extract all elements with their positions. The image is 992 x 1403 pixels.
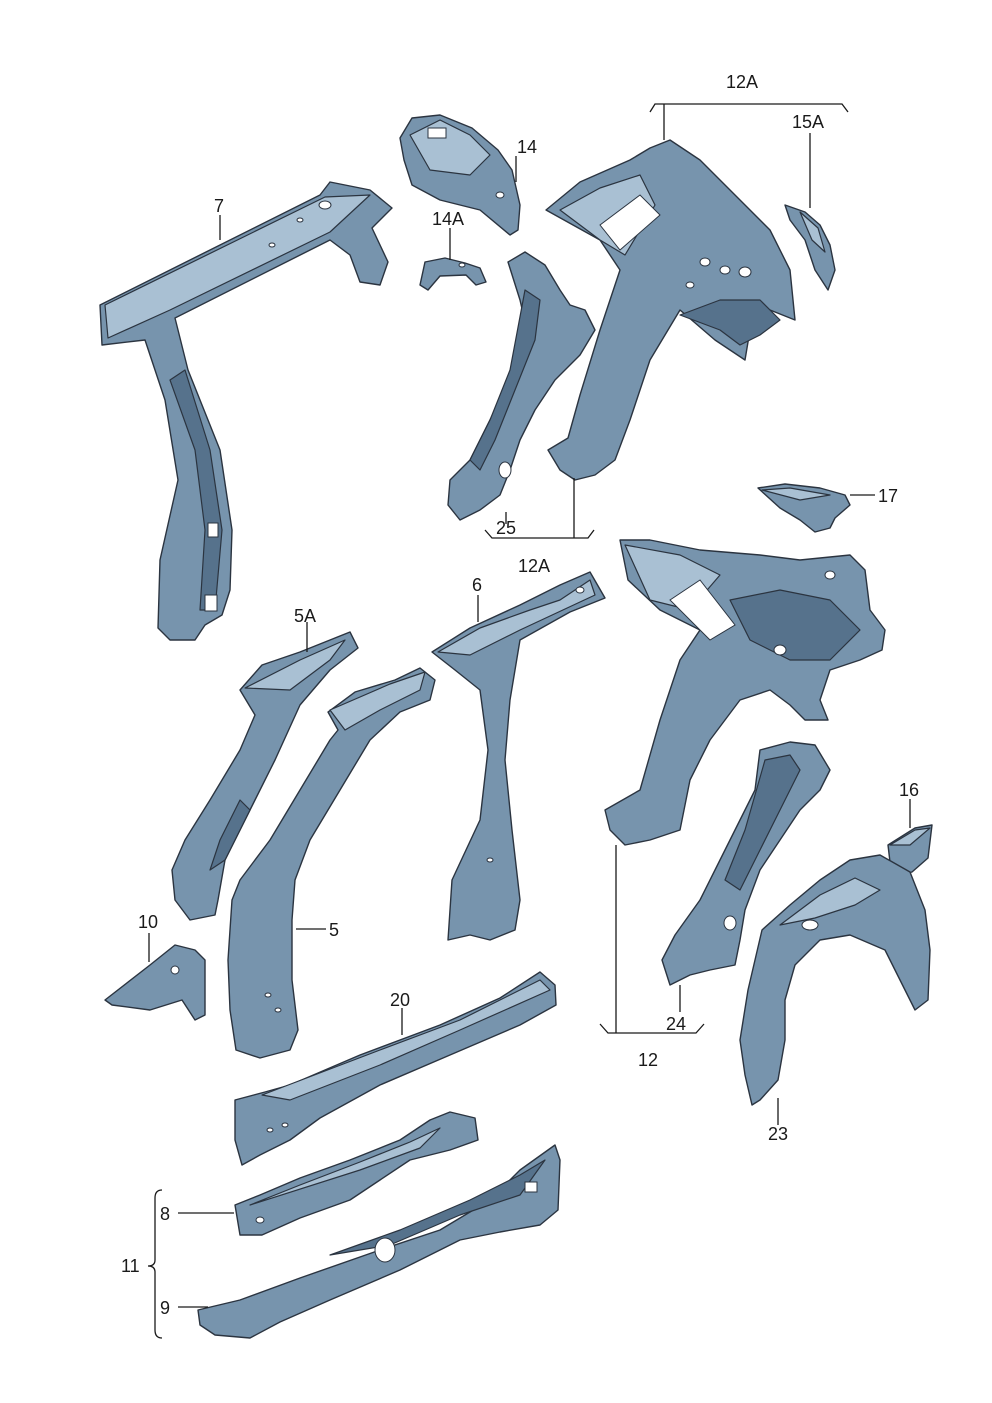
leader-lines [147,103,911,1339]
part-6-pillar [431,571,606,941]
part-12-rear-panel-inner [604,539,886,846]
part-15A-trim [784,204,836,291]
part-12A-rear-panel [545,139,796,481]
label-15A: 15A [792,112,824,132]
label-12: 12 [638,1050,658,1070]
part-10-bracket [104,944,206,1021]
label-25: 25 [496,518,516,538]
label-11: 11 [121,1256,140,1276]
label-6: 6 [472,575,482,595]
part-14-bracket [399,114,521,236]
label-23: 23 [768,1124,788,1144]
part-23-wheel-housing [739,854,931,1106]
label-7: 7 [214,196,224,216]
label-5A: 5A [294,606,316,626]
part-25-inner-pillar [447,251,596,521]
part-16-trim [887,824,933,877]
part-5-inner-pillar [227,667,436,1059]
label-24: 24 [666,1014,686,1034]
part-8-inner-sill [234,1111,479,1236]
label-10: 10 [138,912,158,932]
label-12A-top: 12A [726,72,758,92]
part-17-trim [757,483,851,533]
part-24-inner-pillar [661,741,831,986]
label-5: 5 [329,920,339,940]
part-labels: 7 14 14A 12A 15A 25 12A 17 6 5A 5 10 16 … [121,72,919,1318]
label-8: 8 [160,1204,170,1224]
label-16: 16 [899,780,919,800]
part-20-sill [234,971,557,1166]
part-9-floor-member [197,1144,561,1339]
label-20: 20 [390,990,410,1010]
label-14A: 14A [432,209,464,229]
label-17: 17 [878,486,898,506]
part-14A-bracket [419,257,487,291]
part-7-roof-rail-pillar [99,181,393,641]
label-12A-mid: 12A [518,556,550,576]
part-5A-pillar-reinforcement [171,631,359,921]
label-14: 14 [517,137,537,157]
label-9: 9 [160,1298,170,1318]
